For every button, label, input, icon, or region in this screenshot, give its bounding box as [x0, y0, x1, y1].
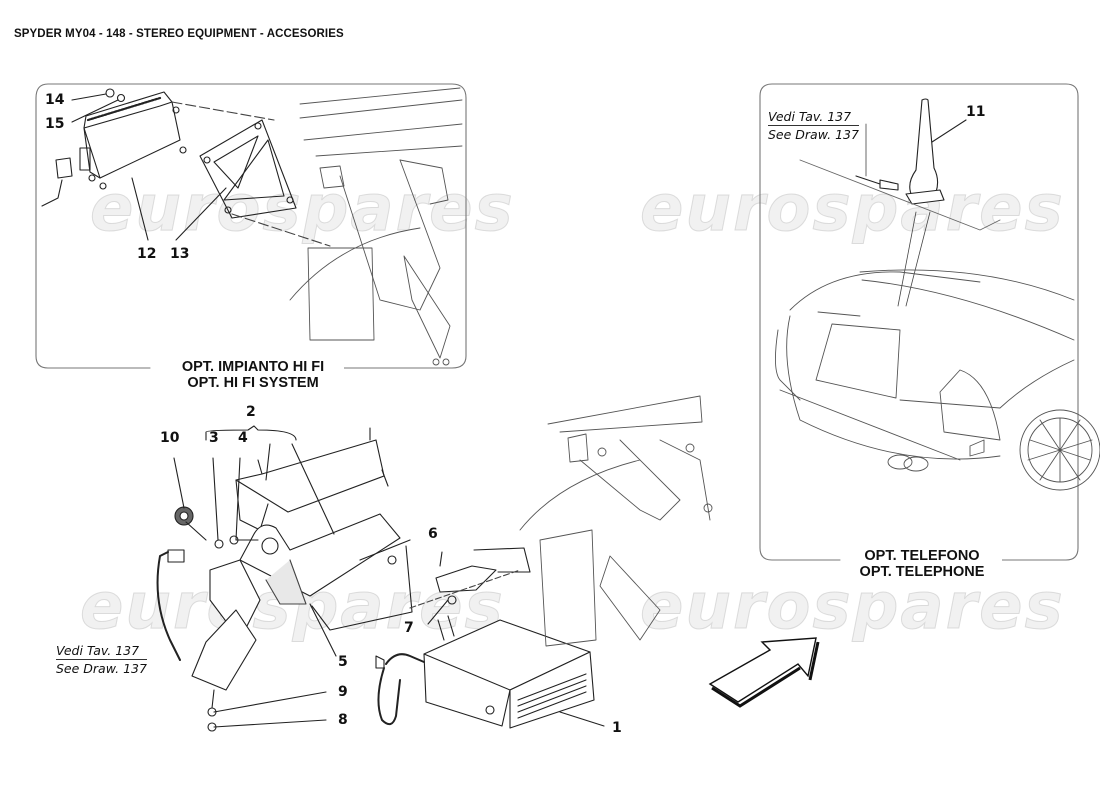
main-cable-reference: Vedi Tav. 137 See Draw. 137: [56, 642, 147, 677]
telephone-option-caption: OPT. TELEFONO OPT. TELEPHONE: [842, 548, 1002, 580]
hifi-bracket-drawing: [199, 119, 297, 219]
callout-10: 10: [160, 430, 180, 446]
car-rear-drawing: [775, 269, 1100, 491]
arrow-up-right-icon: [708, 637, 820, 708]
callout-1: 1: [612, 720, 622, 736]
mounting-bracket-drawing: [435, 547, 531, 605]
callout-5: 5: [338, 654, 348, 670]
callout-2: 2: [246, 404, 256, 420]
reference-line: Vedi Tav. 137: [56, 642, 147, 660]
callout-11: 11: [966, 104, 986, 120]
radio-unit-drawing: [423, 615, 605, 729]
radio-bracket-drawing: [191, 427, 413, 691]
callout-8: 8: [338, 712, 348, 728]
caption-line: OPT. TELEFONO: [864, 548, 980, 564]
reference-line: See Draw. 137: [768, 127, 859, 142]
caption-line: OPT. HI FI SYSTEM: [187, 375, 319, 391]
hifi-option-caption: OPT. IMPIANTO HI FI OPT. HI FI SYSTEM: [162, 359, 344, 391]
callout-13: 13: [170, 246, 190, 262]
callout-7: 7: [404, 620, 414, 636]
caption-line: OPT. TELEPHONE: [859, 564, 985, 580]
page-title: SPYDER MY04 - 148 - STEREO EQUIPMENT - A…: [14, 28, 344, 40]
callout-14: 14: [45, 92, 65, 108]
antenna-drawing: [855, 98, 967, 205]
hifi-panel-frame: [35, 83, 467, 369]
caption-line: OPT. IMPIANTO HI FI: [181, 359, 325, 375]
reference-line: Vedi Tav. 137: [768, 108, 859, 126]
reference-line: See Draw. 137: [56, 661, 147, 676]
telephone-panel-frame: [759, 83, 1079, 561]
antenna-cable-reference: Vedi Tav. 137 See Draw. 137: [768, 108, 859, 143]
callout-9: 9: [338, 684, 348, 700]
callout-4: 4: [238, 430, 248, 446]
callout-3: 3: [209, 430, 219, 446]
hifi-amplifier-drawing: [79, 88, 187, 190]
callout-6: 6: [428, 526, 438, 542]
callout-12: 12: [137, 246, 157, 262]
callout-15: 15: [45, 116, 65, 132]
